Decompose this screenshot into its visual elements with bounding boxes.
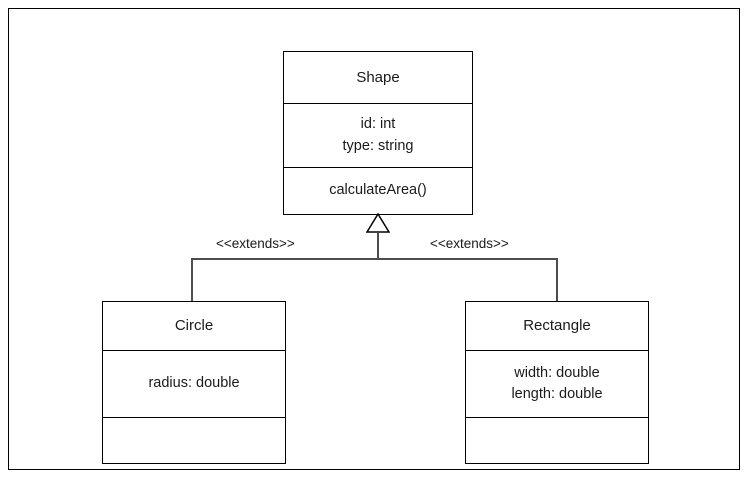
- attributes-compartment-circle: radius: double: [103, 350, 285, 417]
- methods-compartment-circle: [103, 417, 285, 463]
- uml-class-circle[interactable]: Circle radius: double: [102, 301, 286, 464]
- attribute-rectangle-length: length: double: [511, 386, 603, 402]
- uml-class-rectangle[interactable]: Rectangle width: double length: double: [465, 301, 649, 464]
- connector-to-circle: [191, 258, 193, 302]
- connector-to-rectangle: [556, 258, 558, 302]
- methods-compartment-rectangle: [466, 417, 648, 463]
- class-name-compartment-shape: Shape: [284, 52, 472, 103]
- class-name-circle: Circle: [174, 317, 214, 335]
- class-name-compartment-circle: Circle: [103, 302, 285, 350]
- attribute-rectangle-width: width: double: [514, 364, 600, 381]
- attribute-shape-type: type: string: [342, 137, 414, 154]
- attributes-compartment-shape: id: int type: string: [284, 103, 472, 167]
- class-name-rectangle: Rectangle: [523, 317, 591, 335]
- class-name-compartment-rectangle: Rectangle: [466, 302, 648, 350]
- method-shape-calculate-area: calculateArea(): [329, 182, 427, 199]
- inheritance-triangle-icon: [366, 213, 390, 233]
- attributes-compartment-rectangle: width: double length: double: [466, 350, 648, 417]
- methods-compartment-shape: calculateArea(): [284, 167, 472, 214]
- uml-class-shape[interactable]: Shape id: int type: string calculateArea…: [283, 51, 473, 215]
- stereotype-label-extends-rectangle: <<extends>>: [430, 236, 509, 251]
- stereotype-label-extends-circle: <<extends>>: [216, 236, 295, 251]
- attribute-shape-id: id: int: [360, 116, 396, 133]
- connector-horizontal-bus: [191, 258, 558, 260]
- class-name-shape: Shape: [356, 68, 400, 86]
- connector-shape-stub: [377, 232, 379, 260]
- attribute-circle-radius: radius: double: [148, 375, 240, 392]
- diagram-border: [8, 8, 740, 470]
